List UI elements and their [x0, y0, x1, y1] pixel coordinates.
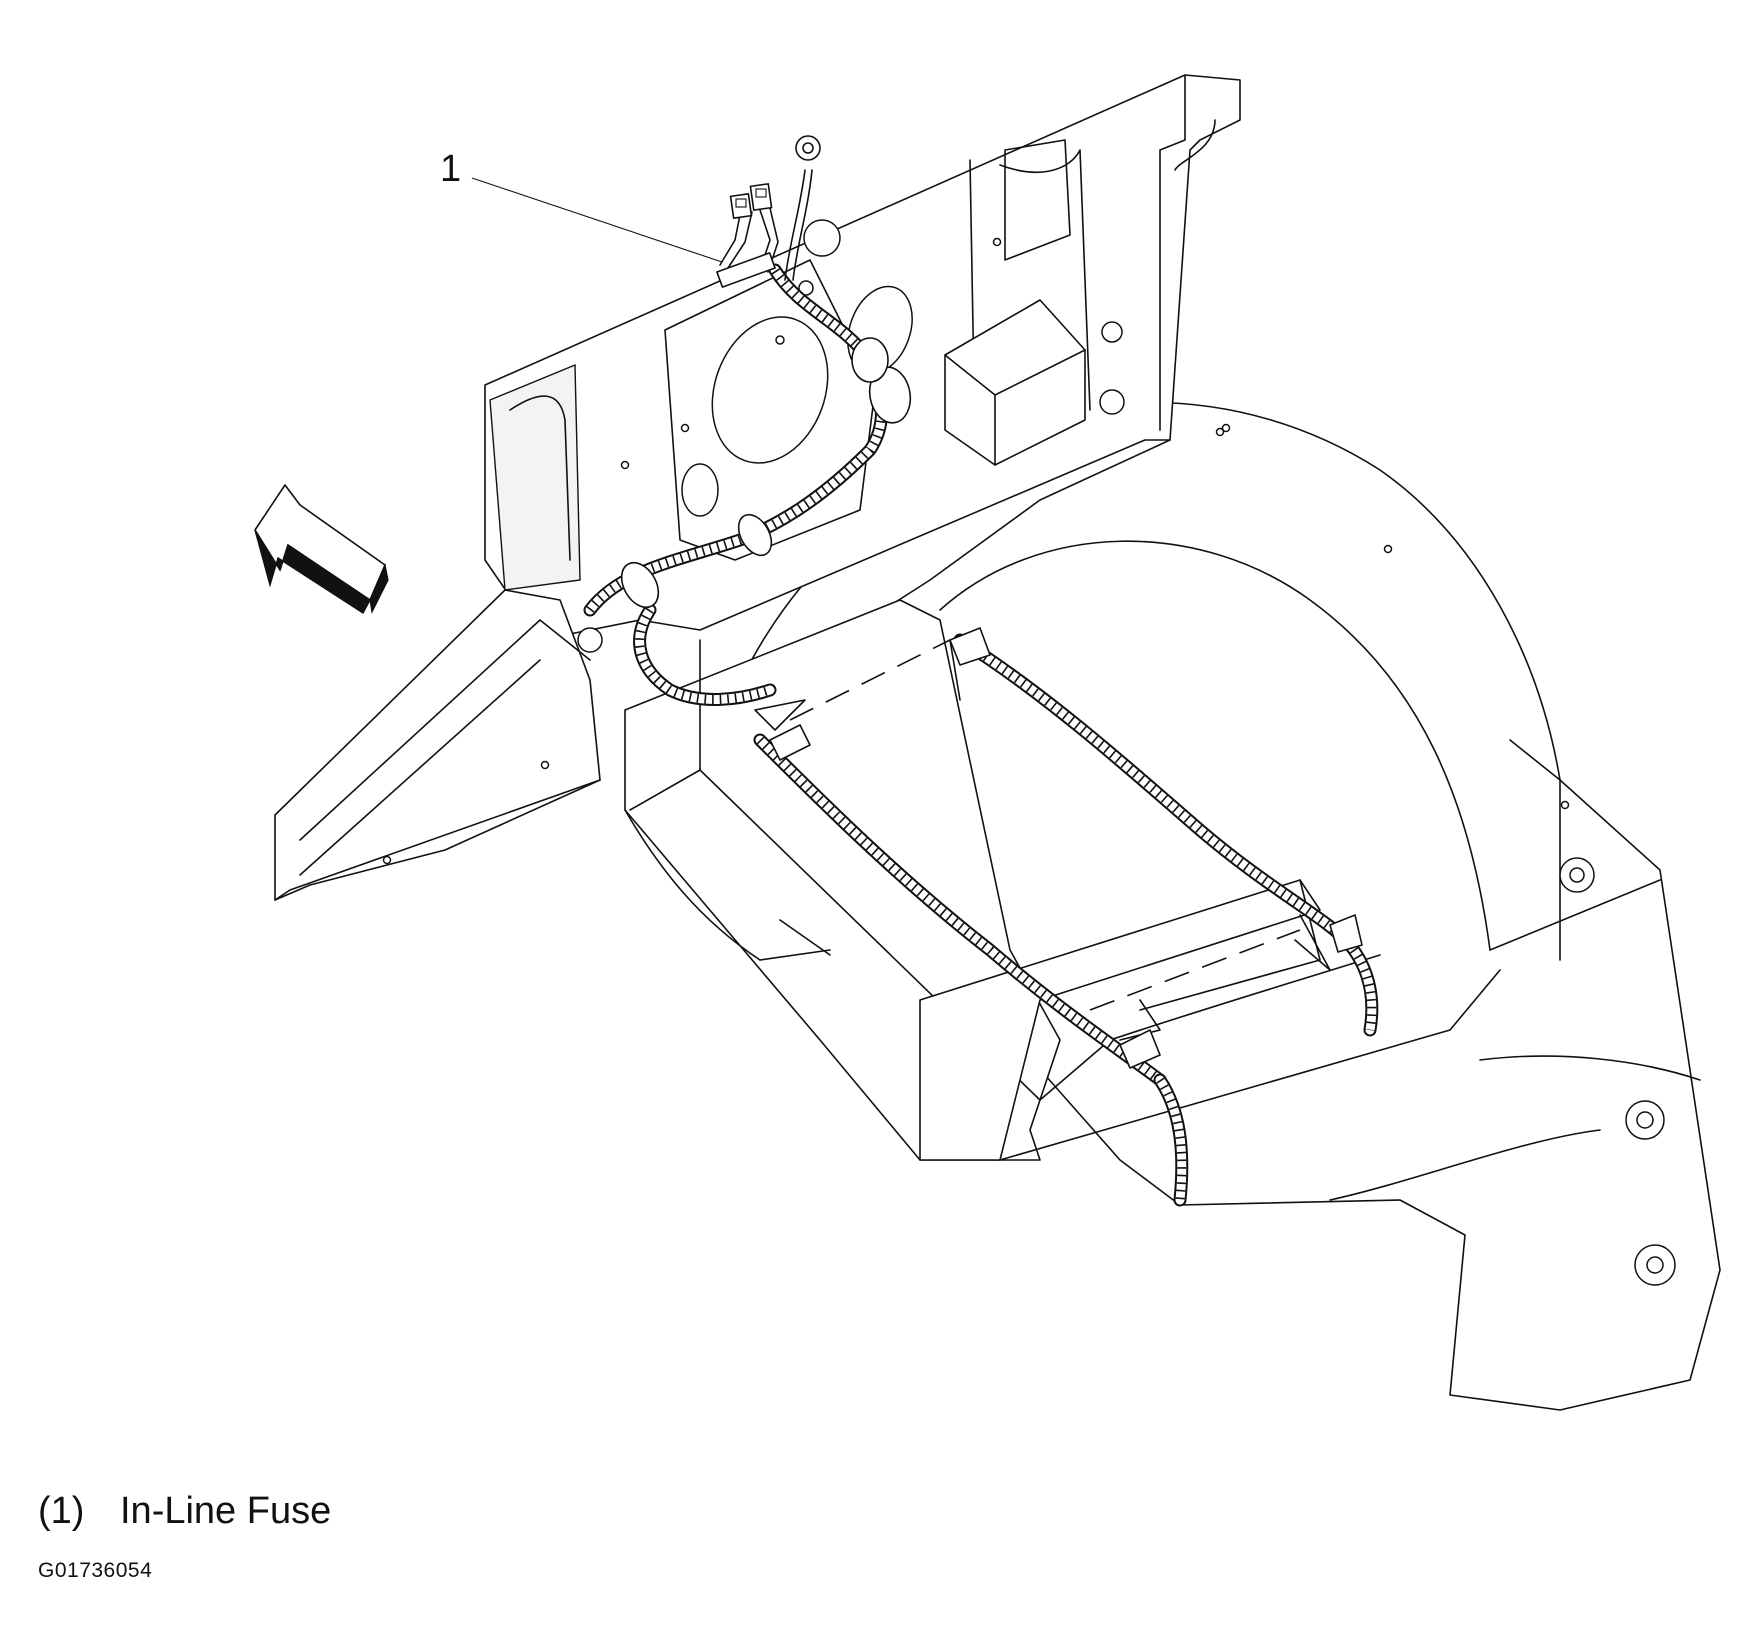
in-line-fuse [716, 135, 821, 288]
forward-direction-arrow [254, 484, 389, 614]
figure-id: G01736054 [38, 1559, 153, 1582]
wiring-harness [583, 263, 1379, 1207]
legend-item-label: In-Line Fuse [120, 1490, 332, 1532]
callout-leader-line [471, 177, 723, 263]
floor-channel [274, 589, 1501, 1161]
legend: (1) In-Line Fuse [38, 1492, 331, 1530]
legend-item: (1) In-Line Fuse [38, 1492, 331, 1530]
callout-number-1: 1 [440, 148, 462, 190]
legend-item-number: (1) [38, 1490, 85, 1532]
